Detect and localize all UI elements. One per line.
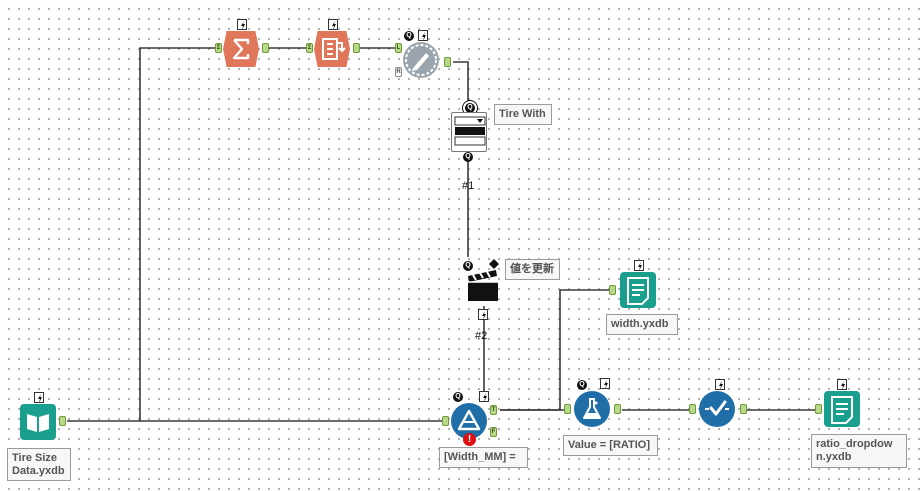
q-badge: Q — [453, 392, 463, 402]
input-data-label: Tire Size Data.yxdb — [7, 448, 71, 481]
dropdown-interface-tool[interactable] — [451, 112, 487, 152]
output-anchor[interactable] — [614, 404, 621, 414]
lightning-icon — [837, 379, 847, 390]
output-width-label: width.yxdb — [606, 314, 678, 335]
input-anchor[interactable]: Σ — [215, 43, 222, 53]
input-anchor[interactable] — [564, 404, 571, 414]
gear-pencil-icon — [405, 44, 437, 76]
filter-triangle-icon — [457, 409, 481, 431]
connection-label-2: #2 — [475, 330, 488, 342]
sigma-icon — [232, 38, 250, 60]
action-label: 値を更新 — [505, 259, 560, 280]
output-ratio-label: ratio_dropdown.yxdb — [811, 434, 907, 468]
formula-label: Value = [RATIO] — [563, 435, 658, 456]
input-anchor-right[interactable]: R — [395, 67, 402, 77]
input-anchor[interactable] — [442, 416, 449, 426]
filter-tool[interactable] — [451, 403, 487, 439]
dropdown-label: Tire With — [494, 104, 552, 125]
output-width-tool[interactable] — [620, 272, 656, 308]
dropdown-icon — [454, 116, 486, 146]
output-anchor[interactable] — [262, 43, 269, 53]
summarize-tool[interactable] — [223, 31, 259, 67]
connection-label-1: #1 — [462, 180, 475, 192]
crosstab-icon — [322, 38, 346, 60]
crosstab-tool[interactable] — [314, 31, 350, 67]
wire-input-to-summarize — [139, 47, 217, 421]
output-anchor[interactable] — [444, 57, 451, 67]
input-anchor-left[interactable]: L — [395, 43, 402, 53]
q-badge: Q — [463, 152, 473, 162]
wire-macro-to-dropdown — [453, 61, 469, 103]
book-icon — [27, 414, 49, 432]
input-anchor[interactable] — [689, 404, 696, 414]
output-anchor[interactable] — [740, 404, 747, 414]
output-list-icon — [831, 396, 853, 424]
lightning-icon — [418, 30, 428, 41]
input-data-tool[interactable] — [20, 404, 56, 440]
formula-tool[interactable] — [574, 391, 610, 427]
lightning-icon — [479, 391, 489, 402]
q-badge: Q — [577, 380, 587, 390]
q-badge: Q — [404, 31, 414, 41]
diamond-icon — [489, 259, 499, 269]
output-list-icon — [627, 277, 649, 305]
lightning-icon — [328, 19, 338, 30]
error-icon: ! — [463, 433, 476, 446]
output-ratio-tool[interactable] — [824, 391, 860, 427]
lightning-icon — [715, 379, 725, 390]
lightning-icon — [634, 260, 644, 271]
input-anchor[interactable] — [609, 285, 616, 295]
filter-label: [Width_MM] = — [439, 447, 528, 468]
output-anchor[interactable] — [353, 43, 360, 53]
q-badge: Q — [463, 261, 473, 271]
true-anchor[interactable]: T — [490, 405, 497, 415]
input-anchor[interactable] — [815, 404, 822, 414]
false-anchor[interactable]: F — [490, 427, 497, 437]
output-anchor[interactable] — [59, 416, 66, 426]
select-tool[interactable] — [699, 391, 735, 427]
flask-icon — [583, 398, 601, 419]
lightning-icon — [34, 392, 44, 403]
checkmark-wave-icon — [705, 400, 729, 416]
input-anchor[interactable]: Σ — [306, 43, 313, 53]
clapperboard-icon — [468, 270, 498, 301]
lightning-icon — [478, 309, 488, 320]
action-tool[interactable] — [466, 268, 502, 304]
macro-tool[interactable] — [403, 42, 439, 78]
lightning-icon — [237, 19, 247, 30]
lightning-icon — [600, 378, 610, 389]
